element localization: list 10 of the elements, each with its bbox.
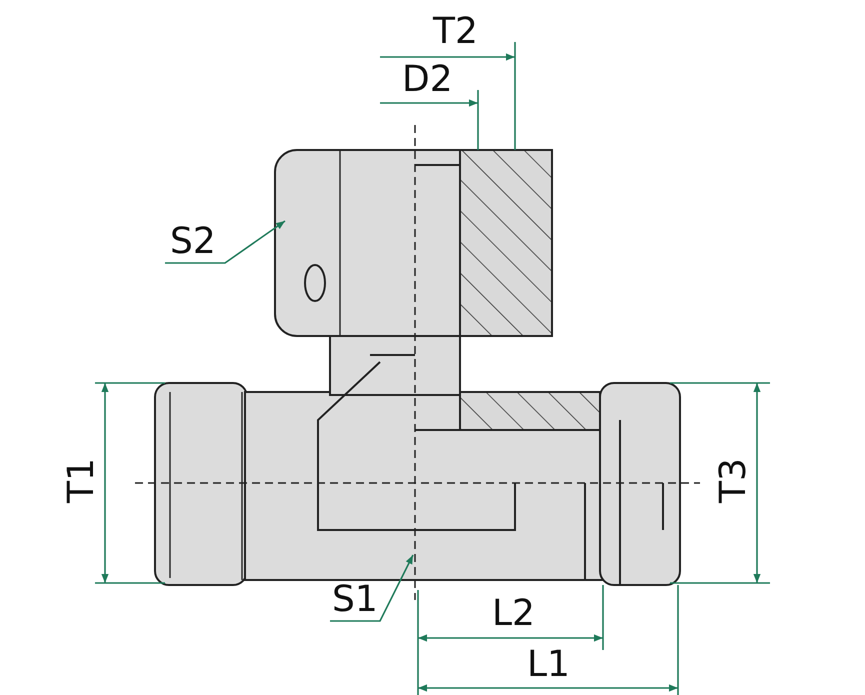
dimension-label: L1 bbox=[527, 645, 570, 685]
leader-line bbox=[330, 554, 414, 622]
part-label: S2 bbox=[170, 222, 216, 262]
part-label: S1 bbox=[332, 580, 378, 620]
dimension-label: T1 bbox=[62, 458, 102, 503]
dimension-label: T2 bbox=[433, 12, 478, 52]
dimension-label: L2 bbox=[492, 594, 535, 634]
dimension-label: D2 bbox=[402, 60, 453, 100]
leader-line bbox=[165, 220, 286, 264]
dimension-label: T3 bbox=[714, 458, 754, 503]
